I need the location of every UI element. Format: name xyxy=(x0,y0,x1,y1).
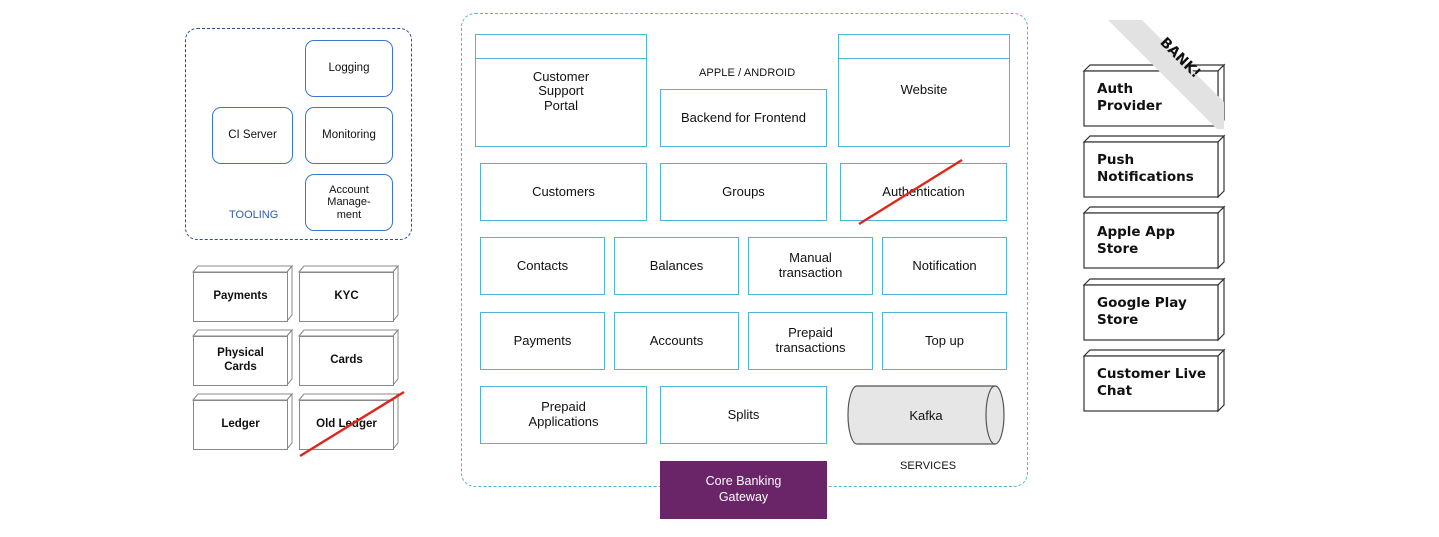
service-payments[interactable]: Payments xyxy=(480,312,605,370)
services-label: SERVICES xyxy=(900,460,957,472)
external-push-notifications[interactable]: Push Notifications xyxy=(1097,152,1194,185)
backend-for-frontend[interactable]: Backend for Frontend xyxy=(660,89,827,147)
library-ledger[interactable]: Ledger xyxy=(193,400,288,450)
kafka-queue-shape[interactable] xyxy=(845,384,1009,446)
service-contacts[interactable]: Contacts xyxy=(480,237,605,295)
website-header-bar xyxy=(838,34,1010,59)
customer-support-portal[interactable]: Customer Support Portal xyxy=(475,58,647,147)
tool-logging[interactable]: Logging xyxy=(305,40,393,97)
tool-ci-server[interactable]: CI Server xyxy=(212,107,293,164)
service-top-up[interactable]: Top up xyxy=(882,312,1007,370)
service-splits[interactable]: Splits xyxy=(660,386,827,444)
kafka-label: Kafka xyxy=(909,407,943,423)
service-customers[interactable]: Customers xyxy=(480,163,647,221)
library-payments[interactable]: Payments xyxy=(193,272,288,322)
external-auth-provider[interactable]: Auth Provider xyxy=(1097,81,1162,114)
service-prepaid-transactions[interactable]: Prepaid transactions xyxy=(748,312,873,370)
core-banking-gateway[interactable]: Core Banking Gateway xyxy=(660,461,827,519)
library-physical-cards[interactable]: Physical Cards xyxy=(193,336,288,386)
service-manual-transaction[interactable]: Manual transaction xyxy=(748,237,873,295)
library-kyc[interactable]: KYC xyxy=(299,272,394,322)
tooling-group xyxy=(185,28,412,240)
service-prepaid-applications[interactable]: Prepaid Applications xyxy=(480,386,647,444)
clients-label: APPLE / ANDROID xyxy=(699,67,796,79)
service-accounts[interactable]: Accounts xyxy=(614,312,739,370)
external-customer-live-chat[interactable]: Customer Live Chat xyxy=(1097,366,1207,399)
tooling-label: TOOLING xyxy=(229,209,279,221)
website[interactable]: Website xyxy=(838,58,1010,147)
tool-monitoring[interactable]: Monitoring xyxy=(305,107,393,164)
portal-header-bar xyxy=(475,34,647,59)
bank-ribbon xyxy=(1108,20,1224,129)
service-groups[interactable]: Groups xyxy=(660,163,827,221)
service-notification[interactable]: Notification xyxy=(882,237,1007,295)
external-apple-app-store[interactable]: Apple App Store xyxy=(1097,224,1176,257)
library-cards[interactable]: Cards xyxy=(299,336,394,386)
external-google-play-store[interactable]: Google Play Store xyxy=(1097,295,1187,328)
tool-account-management[interactable]: Account Manage- ment xyxy=(305,174,393,231)
service-balances[interactable]: Balances xyxy=(614,237,739,295)
